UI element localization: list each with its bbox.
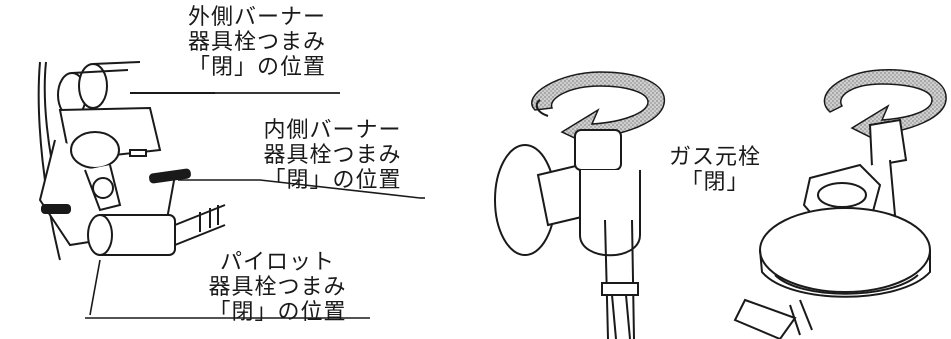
pilot-line3: 「閉」の位置	[208, 300, 347, 325]
pilot-line1: パイロット	[219, 250, 335, 275]
gas-main-label: ガス元栓 「閉」	[655, 145, 775, 195]
pilot-label: パイロット 器具栓つまみ 「閉」の位置	[180, 250, 375, 325]
inner-burner-line2: 器具栓つまみ	[263, 143, 402, 168]
gas-main-line2: 「閉」	[680, 170, 750, 195]
gas-main-cock-icon	[494, 71, 666, 339]
outer-burner-line3: 「閉」の位置	[187, 55, 326, 80]
inner-burner-line3: 「閉」の位置	[263, 168, 402, 193]
outer-burner-label: 外側バーナー 器具栓つまみ 「閉」の位置	[162, 5, 352, 80]
inner-burner-line1: 内側バーナー	[263, 118, 402, 143]
outer-burner-line1: 外側バーナー	[187, 5, 326, 30]
gas-main-line1: ガス元栓	[668, 145, 761, 170]
burner-valve-assembly-icon	[37, 61, 425, 319]
pilot-line2: 器具栓つまみ	[208, 275, 347, 300]
inner-burner-label: 内側バーナー 器具栓つまみ 「閉」の位置	[235, 118, 430, 193]
outer-burner-line2: 器具栓つまみ	[187, 30, 326, 55]
gas-regulator-icon	[733, 69, 947, 339]
